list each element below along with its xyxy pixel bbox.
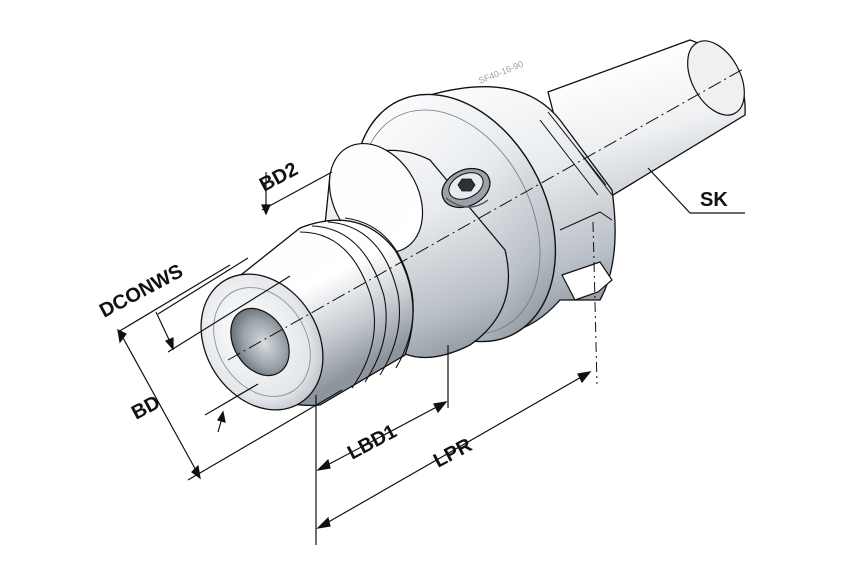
label-lbd1: LBD1 (344, 420, 400, 464)
barrel-groove-3 (327, 221, 401, 376)
label-sk: SK (700, 189, 728, 211)
lbd1-arrow-right (433, 401, 448, 414)
engraving-text: SF40-16-90 (477, 59, 525, 86)
centerline (227, 67, 746, 361)
tool-holder: SF40-16-90 (200, 39, 746, 411)
lpr-dim-line (317, 371, 591, 529)
bd-arrowhead-top (117, 328, 127, 344)
gauge-line (592, 221, 598, 385)
hex-socket (457, 178, 476, 192)
lbd1-arrow-left (316, 458, 331, 471)
bd-extension-1 (117, 264, 231, 333)
bd-dim-line (121, 335, 199, 475)
dconws-extension-2 (167, 275, 291, 353)
flange-edge (559, 211, 613, 231)
dconws-arrowhead (165, 337, 174, 351)
barrel-groove-1 (299, 231, 375, 389)
flange-groove (539, 111, 613, 196)
front-chamfer (213, 287, 311, 397)
bd-arrowhead-bottom (191, 464, 201, 480)
lbd1-dim-line (317, 401, 447, 471)
barrel-groove-4 (344, 217, 414, 369)
lpr-arrow-right (577, 371, 592, 384)
bore-extension (204, 383, 259, 416)
barrel-groove-2 (311, 225, 387, 383)
bd2-arrowhead (261, 204, 271, 216)
clamping-screw (441, 167, 491, 209)
sk-leader (647, 167, 745, 214)
label-lpr: LPR (430, 434, 476, 472)
taper-end-face (687, 40, 745, 116)
label-bd: BD (128, 391, 164, 424)
lpr-arrow-left (316, 516, 331, 529)
dimensions (117, 167, 745, 545)
dconws-extension-1 (157, 257, 249, 315)
label-bd2: BD2 (256, 158, 302, 196)
label-dconws: DCONWS (96, 260, 187, 322)
bd2-extension (261, 171, 333, 211)
